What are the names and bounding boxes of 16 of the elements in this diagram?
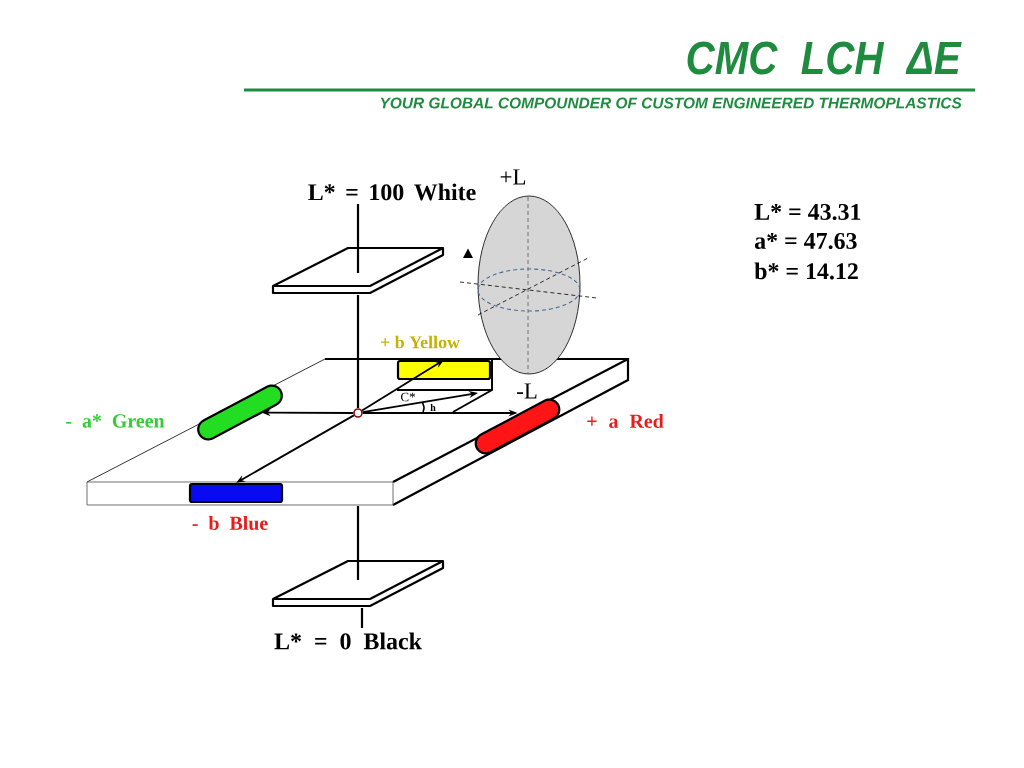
axis-label: - a* Green [66, 414, 165, 428]
axis-label: +L [500, 169, 526, 185]
tagline: YOUR GLOBAL COMPOUNDER OF CUSTOM ENGINEERED THERMOPLASTICS [380, 97, 962, 109]
value-label: a* = 47.63 [754, 232, 857, 250]
angle-label: h [430, 404, 436, 411]
value-label: b* = 14.12 [754, 262, 858, 280]
axis-label: + b Yellow [381, 335, 460, 349]
origin-ring [353, 408, 363, 418]
axis-label: -L [517, 383, 537, 399]
title: CMC LCH ΔE [687, 41, 962, 75]
value-label: L* = 43.31 [754, 203, 861, 221]
axis-label: L* = 100 White [308, 183, 476, 201]
axis-label: L* = 0 Black [274, 632, 422, 650]
axis-label: + a Red [587, 414, 664, 428]
axis-label: - b Blue [192, 515, 268, 531]
edge-label: C* [401, 392, 415, 402]
